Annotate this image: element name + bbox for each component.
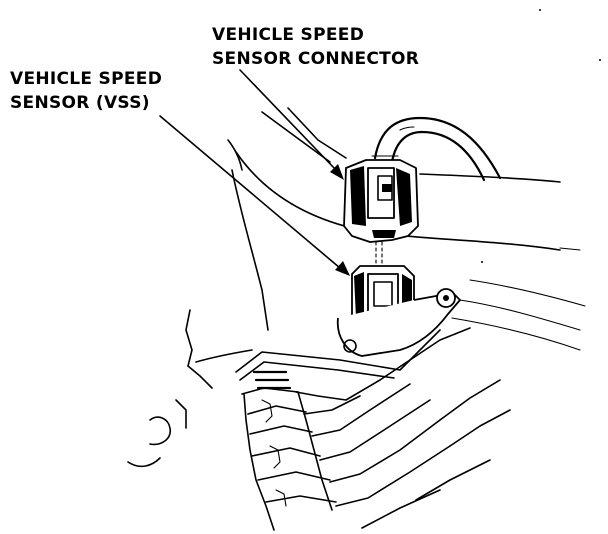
vss-connector — [343, 155, 419, 243]
engine-body — [127, 107, 586, 468]
sensor-leader-line — [159, 115, 350, 276]
connector-label: VEHICLE SPEED SENSOR CONNECTOR — [212, 25, 419, 69]
connector-leader-arrowhead — [330, 164, 344, 180]
wire-harness — [373, 116, 502, 182]
transmission-housing — [235, 327, 511, 531]
sensor-label-line1: VEHICLE SPEED — [10, 69, 162, 89]
scan-specks — [481, 9, 601, 263]
leader-lines — [159, 69, 350, 276]
connection-line — [375, 241, 383, 267]
connector-label-line1: VEHICLE SPEED — [212, 25, 364, 45]
connector-label-line2: SENSOR CONNECTOR — [212, 49, 419, 69]
connector-leader-line — [239, 69, 344, 180]
sensor-label-line2: SENSOR (VSS) — [10, 93, 150, 113]
vss-sensor — [336, 265, 461, 357]
sensor-leader-arrowhead — [335, 261, 350, 276]
sensor-label: VEHICLE SPEED SENSOR (VSS) — [10, 69, 162, 113]
